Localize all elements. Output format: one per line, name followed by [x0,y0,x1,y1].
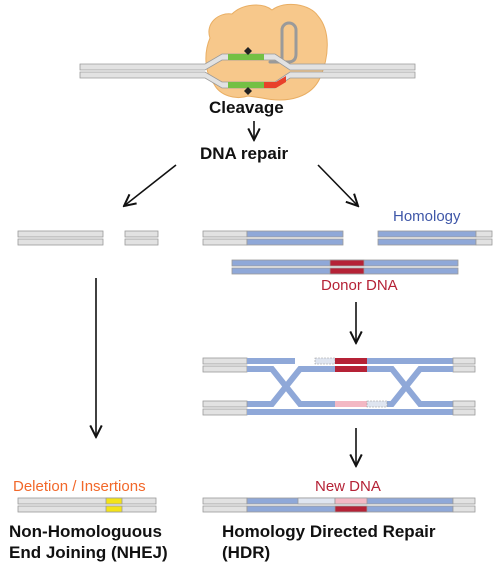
deletion-insertions-label: Deletion / Insertions [13,478,146,495]
nhej-caption: Non-Homologuous End Joining (NHEJ) [9,521,168,563]
homology-label: Homology [393,208,461,225]
guide-rna-segment-bottom [228,82,264,88]
donor-insert [329,259,365,267]
hdr-repaired-dna [202,497,476,513]
nhej-caption-line2: End Joining (NHEJ) [9,543,168,562]
donor-dna-label: Donor DNA [321,277,398,294]
donor-template-red [335,358,367,364]
hdr-caption-line2: (HDR) [222,543,271,562]
pam-site [264,76,286,88]
guide-rna-segment-top [228,54,264,60]
homology-arm-left [246,230,344,238]
dna-repair-label: DNA repair [200,144,289,163]
hdr-caption-line1: Homology Directed Repair [222,522,436,541]
cleavage-label: Cleavage [209,98,284,117]
new-dna-label: New DNA [315,478,381,495]
flow-arrows [96,121,358,466]
new-dna-insert-pink [334,497,368,505]
new-dna-insert-red [334,505,368,513]
homology-arm-right [377,230,477,238]
cut-site-marker-top [244,47,252,55]
arrow-to-nhej [124,164,177,206]
nhej-repaired-dna [17,497,157,513]
hdr-broken-dna [202,230,493,246]
target-dna [79,47,416,95]
arrow-to-hdr [317,164,358,206]
cut-site-marker-bottom [244,87,252,95]
nhej-caption-line1: Non-Homologuous [9,522,162,541]
hdr-caption: Homology Directed Repair (HDR) [222,521,436,563]
guide-rna-hairpin [268,21,298,64]
strand-invasion [202,357,476,416]
donor-dna [231,259,459,275]
nhej-broken-dna [17,230,159,246]
new-synthesis-pink [335,401,367,407]
indel-site [105,497,123,505]
